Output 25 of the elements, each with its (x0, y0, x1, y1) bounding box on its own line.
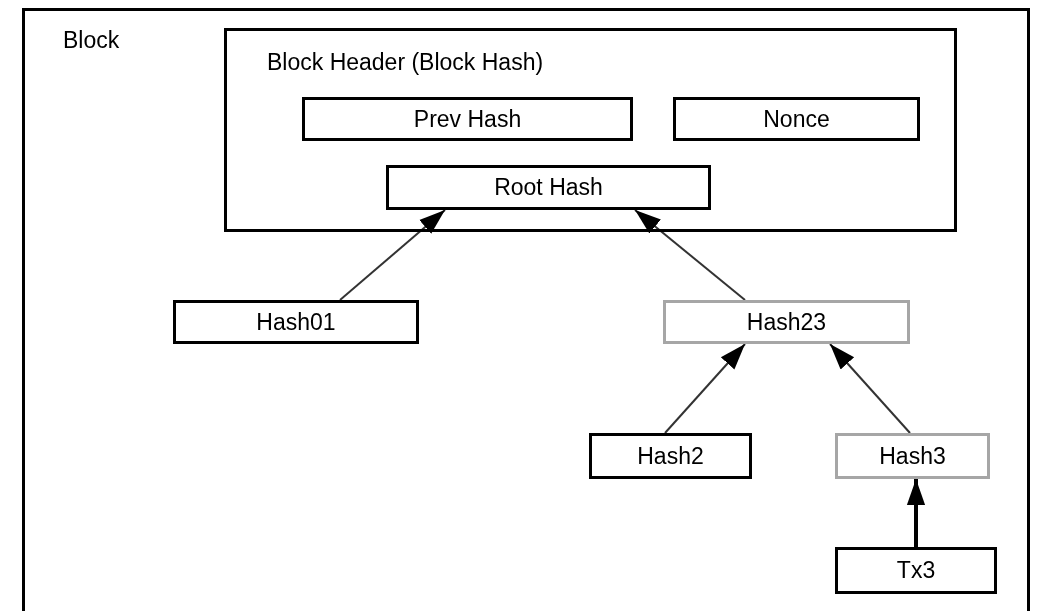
hash-box (673, 97, 920, 141)
container-box (224, 28, 957, 232)
node-label: Tx3 (896, 559, 936, 582)
arrow (339, 209, 446, 301)
arrow (664, 343, 746, 434)
container-box (22, 8, 1030, 611)
hash-box (589, 433, 752, 479)
node-label: Hash3 (879, 444, 946, 468)
node-label: Nonce (763, 107, 830, 131)
node-label: Hash01 (256, 310, 336, 334)
arrow (906, 479, 926, 547)
hash-box (663, 300, 910, 344)
node-label: Root Hash (494, 176, 603, 199)
arrow (634, 209, 746, 301)
hash-box (835, 433, 990, 479)
hash-box (386, 165, 711, 210)
arrow (829, 343, 911, 434)
hash-box (302, 97, 633, 141)
hash-box (173, 300, 419, 344)
node-label: Hash23 (746, 310, 827, 334)
node-label: Hash2 (637, 444, 704, 468)
hash-box (835, 547, 997, 594)
heading-label: Block (63, 29, 120, 52)
node-label: Prev Hash (413, 107, 522, 131)
heading-label: Block Header (Block Hash) (267, 51, 544, 74)
